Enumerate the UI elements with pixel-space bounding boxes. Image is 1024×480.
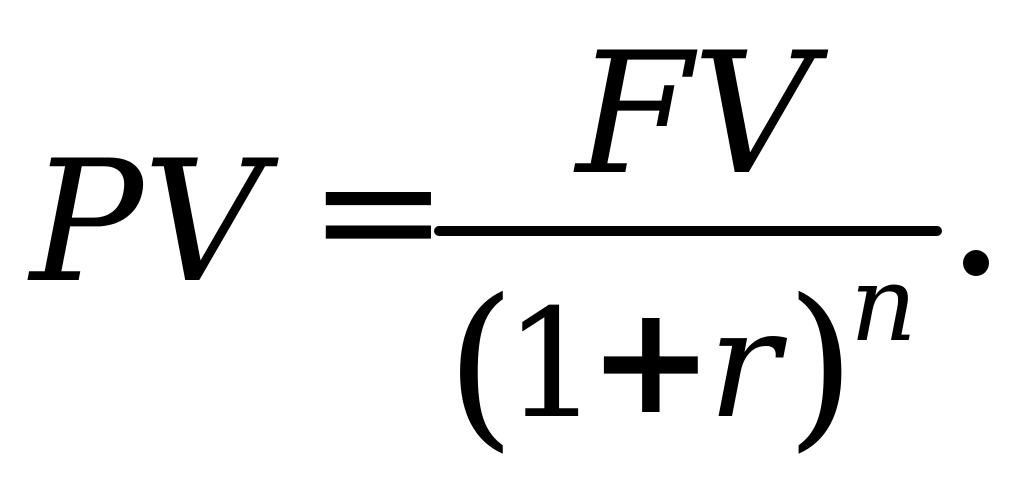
terminating-period — [963, 250, 989, 276]
fraction-denominator: ( 1 + r ) n — [446, 252, 917, 454]
fraction-bar — [434, 226, 942, 236]
denominator-one: 1 — [504, 278, 600, 452]
exponent-n: n — [850, 243, 917, 365]
open-paren: ( — [446, 261, 516, 468]
close-paren: ) — [786, 261, 856, 468]
fraction-numerator: FV — [576, 16, 814, 212]
plus-sign: + — [588, 274, 714, 448]
rate-variable: r — [708, 278, 780, 452]
formula-lhs: PV — [30, 124, 265, 320]
equals-sign: = — [308, 112, 449, 308]
